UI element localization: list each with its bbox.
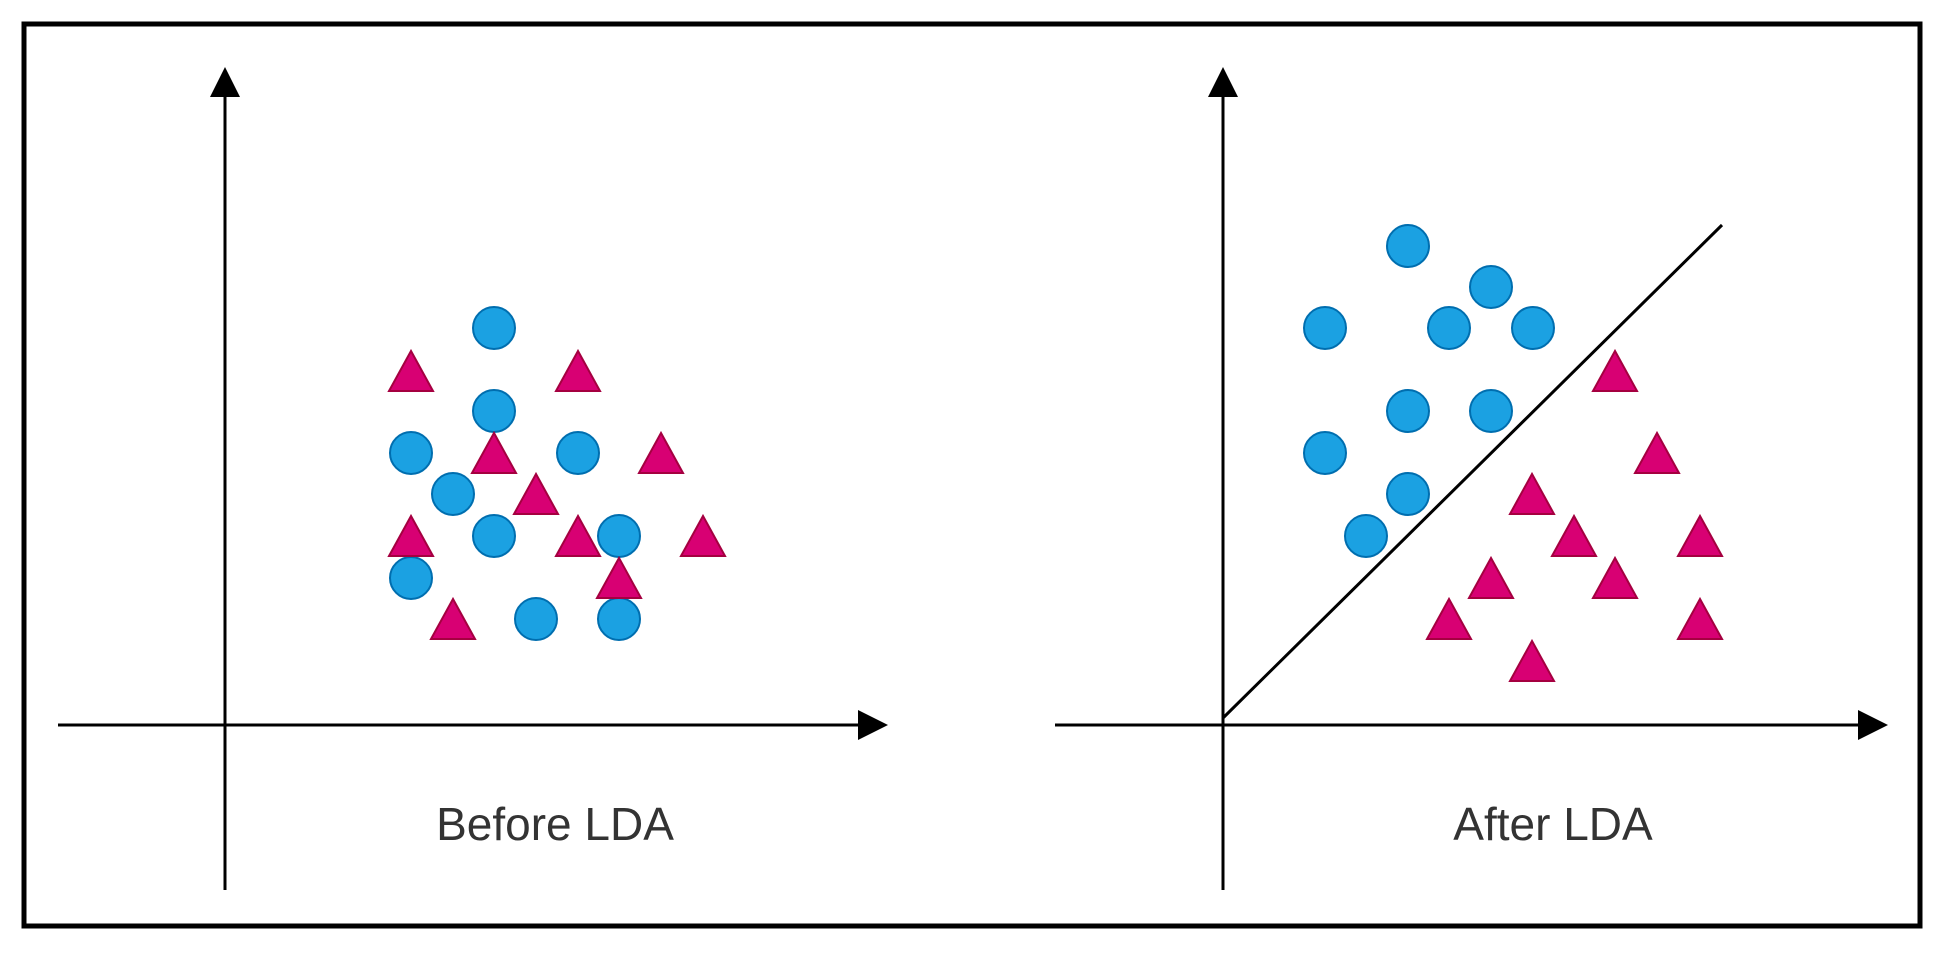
triangle-point	[470, 430, 518, 474]
triangle-point	[512, 471, 560, 515]
circle-point	[597, 514, 641, 558]
caption-after: After LDA	[1453, 798, 1653, 850]
triangle-point	[1467, 555, 1515, 599]
circle-point	[1303, 306, 1347, 350]
triangle-point	[595, 555, 643, 599]
circle-point	[1511, 306, 1555, 350]
circle-point	[1427, 306, 1471, 350]
triangle-point	[1425, 596, 1473, 640]
circle-point	[431, 472, 475, 516]
circle-point	[1386, 224, 1430, 268]
triangle-point	[1508, 638, 1556, 682]
circle-point	[1469, 389, 1513, 433]
triangle-point	[1550, 513, 1598, 557]
triangle-point	[387, 513, 435, 557]
circle-point	[472, 306, 516, 350]
triangle-point	[637, 430, 685, 474]
circle-point	[556, 431, 600, 475]
figure-frame	[21, 21, 1923, 929]
panel-after: After LDA	[1055, 67, 1888, 890]
circle-point	[389, 556, 433, 600]
caption-before: Before LDA	[436, 798, 674, 850]
triangle-point	[1591, 348, 1639, 392]
circle-point	[472, 389, 516, 433]
panel-before: Before LDA	[58, 67, 888, 890]
triangle-point	[554, 348, 602, 392]
triangle-point	[554, 513, 602, 557]
triangle-point	[1591, 555, 1639, 599]
circle-point	[389, 431, 433, 475]
circle-point	[1344, 514, 1388, 558]
circle-point	[1386, 389, 1430, 433]
triangle-point	[1633, 430, 1681, 474]
triangle-point	[1508, 471, 1556, 515]
triangle-point	[679, 513, 727, 557]
triangle-point	[1676, 596, 1724, 640]
circle-point	[1469, 265, 1513, 309]
circle-point	[472, 514, 516, 558]
circle-point	[597, 597, 641, 641]
circle-point	[1386, 472, 1430, 516]
circle-point	[1303, 431, 1347, 475]
separator-line	[1221, 223, 1724, 720]
points-before	[387, 306, 727, 641]
triangle-point	[387, 348, 435, 392]
triangle-point	[429, 596, 477, 640]
circle-point	[514, 597, 558, 641]
triangle-point	[1676, 513, 1724, 557]
points-after	[1303, 224, 1724, 682]
